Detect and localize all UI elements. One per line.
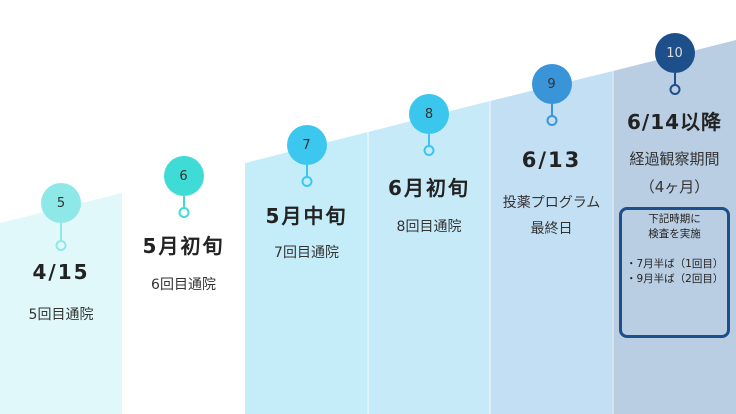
col-bg-3	[245, 132, 368, 414]
step-desc: 経過観察期間	[629, 150, 720, 168]
connector-dot-icon	[55, 240, 67, 251]
step-title: 6/13	[521, 148, 582, 172]
step-6: 6 5月初旬 6回目通院	[122, 0, 245, 414]
connector-dot-icon	[423, 145, 435, 156]
note-item: ・9月半ば（2回目）	[626, 273, 724, 285]
step-10: 10 6/14以降 経過観察期間 （4ヶ月） 下記時期に 検査を実施 ・7月半ば…	[613, 0, 736, 414]
connector-line	[305, 165, 308, 177]
step-number-badge: 9	[531, 64, 572, 104]
note-heading: 下記時期に	[648, 213, 701, 225]
step-desc: 投薬プログラム	[502, 195, 601, 211]
inspection-note-box: 下記時期に 検査を実施 ・7月半ば（1回目） ・9月半ば（2回目）	[619, 207, 730, 338]
connector-dot-icon	[669, 84, 680, 95]
step-number-badge: 6	[163, 156, 204, 196]
step-9: 9 6/13 投薬プログラム 最終日	[490, 0, 613, 414]
step-title: 4/15	[32, 260, 90, 284]
step-desc: 5回目通院	[28, 307, 94, 323]
connector-dot-icon	[178, 207, 189, 218]
step-7: 7 5月中旬 7回目通院	[245, 0, 368, 414]
step-number-badge: 8	[409, 94, 449, 134]
step-number-badge: 10	[654, 33, 695, 73]
connector-line	[182, 196, 185, 208]
step-title: 6月初旬	[388, 176, 470, 200]
connector-dot-icon	[546, 115, 557, 126]
note-item: ・7月半ば（1回目）	[626, 258, 724, 270]
step-title: 5月中旬	[265, 204, 348, 228]
col-bg-1	[0, 193, 122, 414]
connector-line	[60, 223, 62, 241]
step-desc: （4ヶ月）	[639, 178, 710, 196]
col-bg-4	[368, 101, 490, 414]
connector-line	[428, 134, 430, 146]
step-title: 6/14以降	[626, 110, 723, 134]
col-bg-5	[490, 71, 613, 414]
step-title: 5月初旬	[142, 234, 225, 258]
note-heading: 検査を実施	[648, 228, 701, 240]
step-desc: 6回目通院	[151, 277, 216, 293]
connector-line	[550, 104, 553, 116]
connector-dot-icon	[301, 176, 312, 187]
step-number-badge: 5	[41, 183, 81, 223]
step-number-badge: 7	[286, 125, 327, 165]
col-bg-6	[613, 40, 736, 414]
step-desc: 最終日	[530, 221, 573, 237]
step-desc: 7回目通院	[274, 245, 339, 261]
step-desc: 8回目通院	[396, 219, 462, 235]
connector-line	[673, 73, 676, 85]
step-8: 8 6月初旬 8回目通院	[368, 0, 490, 414]
step-5: 5 4/15 5回目通院	[0, 0, 122, 414]
